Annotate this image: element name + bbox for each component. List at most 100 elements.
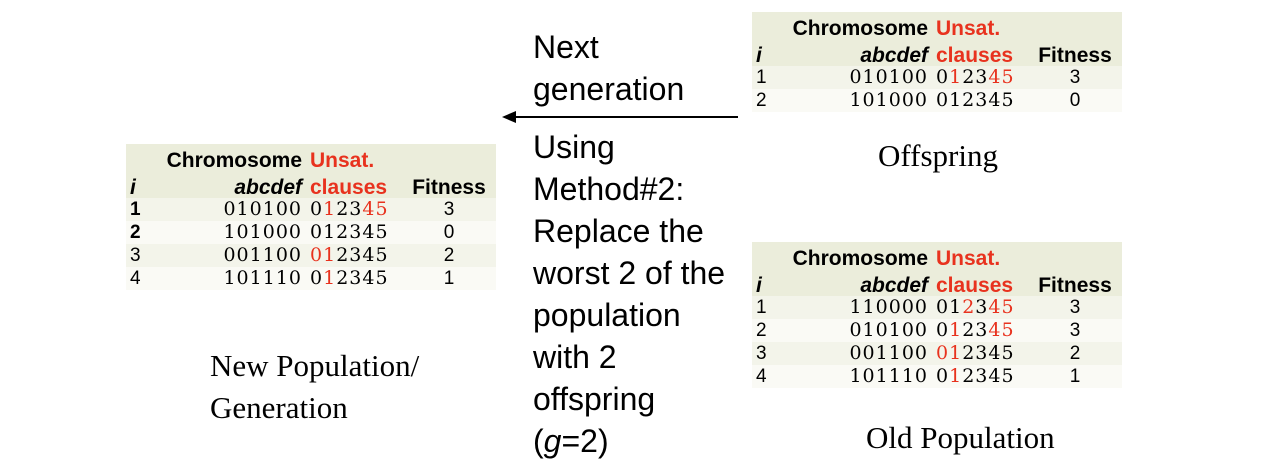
chromosome-value: 110000 [774, 296, 932, 319]
clause-digits: 23 [962, 319, 989, 341]
unsat-clause-red: 45 [988, 66, 1015, 88]
unsat-clause-red: 01 [936, 342, 963, 364]
header-unsat: Unsat. [932, 12, 1028, 39]
unsat-clauses-value: 012345 [932, 342, 1028, 365]
unsat-clause-red: 2 [962, 296, 976, 318]
row-index: 4 [752, 365, 774, 388]
unsat-clauses-value: 012345 [932, 365, 1028, 388]
clause-digits: 0 [310, 267, 324, 289]
new-population-caption-line1: New Population/ [210, 348, 420, 383]
clause-digits: 0 [310, 198, 324, 220]
row-index: 4 [126, 267, 148, 290]
header-chromosome: Chromosome [774, 242, 932, 269]
unsat-clauses-value: 012345 [932, 89, 1028, 112]
unsat-clause-red: 1 [949, 319, 963, 341]
unsat-clauses-value: 012345 [306, 267, 402, 290]
old-population-table: i Chromosome Unsat. Fitness abcdef claus… [752, 242, 1122, 388]
clause-digits: 0 [936, 66, 950, 88]
fitness-value: 0 [1028, 89, 1122, 112]
fitness-value: 1 [1028, 365, 1122, 388]
fitness-value: 3 [1028, 319, 1122, 342]
clause-digits: 0 [936, 365, 950, 387]
header-i: i [752, 242, 774, 296]
new-population-caption-line2: Generation [210, 390, 348, 425]
new-population-table: i Chromosome Unsat. Fitness abcdef claus… [126, 144, 496, 290]
clause-digits: 2345 [962, 365, 1015, 387]
unsat-clauses-value: 012345 [306, 198, 402, 221]
unsat-clause-red: 1 [323, 267, 337, 289]
fitness-value: 2 [1028, 342, 1122, 365]
unsat-clauses-value: 012345 [306, 221, 402, 244]
method-line-g: (g=2) [533, 420, 725, 462]
header-unsat: Unsat. [306, 144, 402, 171]
method-line: Using [533, 129, 615, 165]
unsat-clauses-value: 012345 [932, 66, 1028, 89]
clause-digits: 2345 [962, 342, 1015, 364]
clause-digits: 23 [962, 66, 989, 88]
chromosome-value: 010100 [774, 66, 932, 89]
header-clauses: clauses [932, 269, 1028, 296]
header-abcdef: abcdef [774, 269, 932, 296]
method-line: worst 2 of the [533, 255, 726, 291]
next-generation-line: generation [533, 71, 685, 107]
chromosome-value: 101110 [774, 365, 932, 388]
clause-digits: 0 [936, 319, 950, 341]
unsat-clause-red: 45 [988, 319, 1015, 341]
row-index: 1 [752, 66, 774, 89]
old-population-caption: Old Population [866, 420, 1055, 455]
left-arrow-icon [502, 111, 738, 123]
chromosome-value: 010100 [774, 319, 932, 342]
method-line: with 2 [533, 339, 617, 375]
chromosome-value: 101000 [148, 221, 306, 244]
header-fitness: Fitness [1028, 242, 1122, 296]
chromosome-value: 010100 [148, 198, 306, 221]
chromosome-value: 101000 [774, 89, 932, 112]
g-rest: =2) [561, 423, 609, 459]
next-generation-line: Next [533, 29, 599, 65]
header-fitness: Fitness [402, 144, 496, 198]
chromosome-value: 101110 [148, 267, 306, 290]
clause-digits: 012345 [310, 221, 389, 243]
row-index: 2 [752, 89, 774, 112]
fitness-value: 3 [1028, 296, 1122, 319]
chromosome-value: 001100 [148, 244, 306, 267]
header-i: i [752, 12, 774, 66]
unsat-clause-red: 1 [323, 198, 337, 220]
header-clauses: clauses [306, 171, 402, 198]
unsat-clause-red: 1 [949, 365, 963, 387]
header-chromosome: Chromosome [774, 12, 932, 39]
next-generation-label: Next generation [533, 26, 684, 110]
g-open: ( [533, 423, 544, 459]
offspring-caption: Offspring [878, 138, 998, 173]
unsat-clause-red: 45 [362, 198, 389, 220]
clause-digits: 3 [975, 296, 989, 318]
fitness-value: 1 [402, 267, 496, 290]
unsat-clause-red: 45 [988, 296, 1015, 318]
header-unsat: Unsat. [932, 242, 1028, 269]
row-index: 2 [752, 319, 774, 342]
clause-digits: 01 [936, 296, 963, 318]
row-index: 3 [752, 342, 774, 365]
row-index: 1 [126, 198, 148, 221]
row-index: 2 [126, 221, 148, 244]
fitness-value: 2 [402, 244, 496, 267]
method-line: Method#2: [533, 171, 685, 207]
clause-digits: 2345 [336, 244, 389, 266]
method-line: Replace the [533, 213, 704, 249]
header-i: i [126, 144, 148, 198]
fitness-value: 3 [402, 198, 496, 221]
offspring-table: i Chromosome Unsat. Fitness abcdef claus… [752, 12, 1122, 112]
method-line: offspring [533, 381, 656, 417]
header-fitness: Fitness [1028, 12, 1122, 66]
unsat-clause-red: 1 [949, 66, 963, 88]
unsat-clauses-value: 012345 [932, 296, 1028, 319]
header-clauses: clauses [932, 39, 1028, 66]
